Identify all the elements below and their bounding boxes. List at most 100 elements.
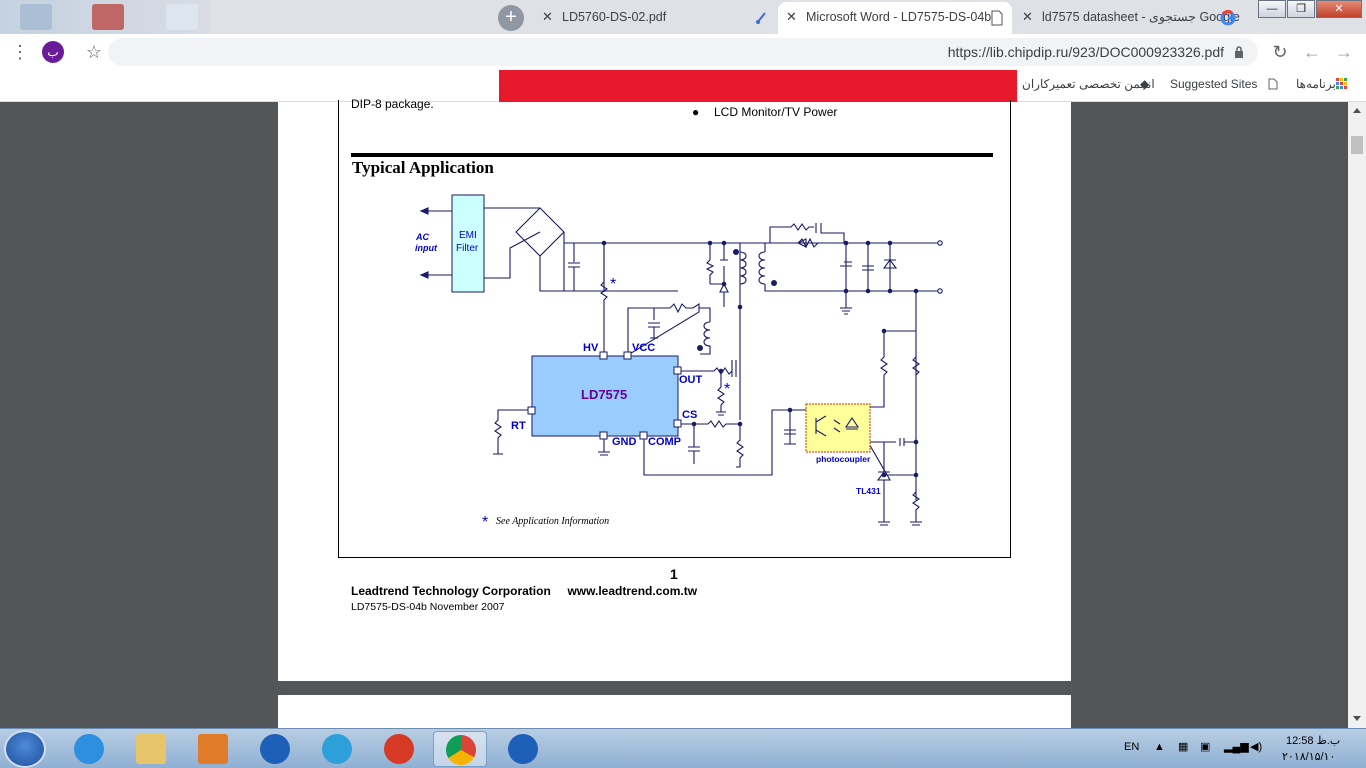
minimize-button[interactable]: —: [1258, 0, 1286, 18]
thumbnail-icon: [20, 4, 52, 30]
asterisk-note: *: [482, 514, 489, 531]
new-tab-button[interactable]: +: [498, 5, 524, 31]
taskbar-app-bird-2[interactable]: [496, 731, 550, 767]
menu-icon[interactable]: ⋮: [11, 42, 29, 62]
section-heading: Typical Application: [352, 158, 494, 177]
asterisk-gate: *: [724, 381, 731, 398]
emi-label-1: EMI: [459, 230, 477, 241]
page-number: 1: [670, 566, 678, 582]
section-rule: [351, 153, 993, 157]
page-content-frame: [338, 100, 1011, 558]
thumbnail-icon: [92, 4, 124, 30]
tab-ld5760[interactable]: ✕ LD5760-DS-02.pdf: [534, 2, 776, 34]
bookmark-banner[interactable]: [499, 70, 1017, 102]
pin-cs: CS: [682, 409, 698, 421]
tab-title: ld7575 datasheet - جستجوی Google: [1042, 10, 1240, 24]
p-app-icon: [384, 734, 414, 764]
page-icon: [1268, 78, 1278, 90]
clock-date[interactable]: ۲۰۱۸/۱۵/۱۰: [1282, 751, 1336, 763]
bookmark-apps[interactable]: برنامه‌ها: [1296, 77, 1336, 91]
taskbar-file-explorer[interactable]: [124, 731, 178, 767]
windows-taskbar: EN ▲ ▦ ▣ ▂▄▆ ◀) 12:58 ب.ظ ۲۰۱۸/۱۵/۱۰: [0, 728, 1366, 768]
internet-explorer-icon: [74, 734, 104, 764]
language-indicator[interactable]: EN: [1124, 741, 1140, 753]
thumbnail-icon: [166, 4, 198, 30]
address-bar[interactable]: https://lib.chipdip.ru/923/DOC000923326.…: [108, 38, 1258, 66]
back-icon[interactable]: ←: [1303, 42, 1321, 62]
bird-app-icon: [260, 734, 290, 764]
taskbar-chrome[interactable]: [433, 731, 487, 767]
network-icon[interactable]: ▦: [1178, 741, 1189, 753]
maximize-button[interactable]: ❐: [1287, 0, 1315, 18]
typical-application-schematic: [419, 194, 943, 526]
pin-hv: HV: [583, 342, 599, 354]
tab-strip: + ✕ LD5760-DS-02.pdf ✕ Microsoft Word - …: [0, 0, 1366, 34]
photocoupler-label: photocoupler: [816, 454, 871, 464]
bookmark-star-icon[interactable]: ☆: [85, 42, 103, 62]
pdf-icon: [756, 12, 766, 24]
media-player-icon: [198, 734, 228, 764]
tab-title: Microsoft Word - LD7575-DS-04b: [806, 10, 992, 24]
close-tab-icon[interactable]: ✕: [542, 9, 553, 24]
asterisk-hv: *: [610, 276, 617, 293]
desktop-thumbnails: [0, 0, 210, 34]
bird-app-icon: [508, 734, 538, 764]
profile-avatar[interactable]: ب: [42, 41, 64, 63]
scroll-up-icon[interactable]: [1353, 108, 1361, 113]
bullet-item: LCD Monitor/TV Power: [714, 105, 838, 119]
chrome-icon: [446, 735, 476, 765]
address-toolbar: ⋮ ب ☆ https://lib.chipdip.ru/923/DOC0009…: [0, 34, 1366, 70]
close-tab-icon[interactable]: ✕: [1022, 9, 1033, 24]
forward-icon[interactable]: →: [1335, 42, 1353, 62]
pin-comp: COMP: [648, 436, 681, 448]
clock-time[interactable]: 12:58 ب.ظ: [1286, 735, 1341, 747]
close-tab-icon[interactable]: ✕: [786, 9, 797, 24]
lock-icon[interactable]: [1234, 46, 1244, 58]
bullet-dot: ●: [692, 105, 700, 119]
signal-icon[interactable]: ▂▄▆: [1224, 741, 1249, 753]
taskbar-app-p[interactable]: [372, 731, 426, 767]
company-line: Leadtrend Technology Corporation www.lea…: [351, 584, 698, 598]
google-icon: [1220, 9, 1236, 26]
application-note: See Application Information: [496, 516, 610, 527]
pin-vcc: VCC: [632, 342, 656, 354]
tab-title: LD5760-DS-02.pdf: [562, 10, 667, 24]
tray-expand-icon[interactable]: ▲: [1154, 741, 1165, 753]
vertical-scrollbar[interactable]: [1348, 102, 1366, 728]
emi-label-2: Filter: [456, 243, 479, 254]
bookmark-suggested-sites[interactable]: Suggested Sites: [1170, 77, 1258, 91]
photocoupler-box: [805, 403, 871, 453]
tab-google-search[interactable]: ✕ ld7575 datasheet - جستجوی Google: [1014, 2, 1244, 34]
close-window-button[interactable]: ✕: [1316, 0, 1362, 18]
taskbar-app-bird[interactable]: [248, 731, 302, 767]
bookmark-forum[interactable]: انجمن تخصصی تعمیرکاران: [1022, 77, 1155, 91]
pdf-page: DIP-8 package. ● LCD Monitor/TV Power Ty…: [278, 97, 1071, 681]
ac-input-label-1: AC: [416, 232, 429, 242]
tab-ld7575[interactable]: ✕ Microsoft Word - LD7575-DS-04b: [778, 2, 1012, 34]
document-id: LD7575-DS-04b November 2007: [351, 601, 505, 613]
emi-filter-box: [451, 194, 485, 293]
power-icon[interactable]: ▣: [1200, 741, 1211, 753]
ac-input-label-2: input: [415, 243, 437, 253]
apps-grid-icon[interactable]: [1336, 78, 1348, 90]
folder-icon: [136, 734, 166, 764]
scroll-down-icon[interactable]: [1353, 716, 1361, 721]
pdf-viewer[interactable]: DIP-8 package. ● LCD Monitor/TV Power Ty…: [0, 97, 1348, 735]
package-text: DIP-8 package.: [351, 97, 434, 111]
bookmarks-bar: انجمن تخصصی تعمیرکاران ◆ Suggested Sites…: [0, 70, 1366, 102]
scroll-thumb[interactable]: [1351, 136, 1363, 154]
folder-icon: ◆: [1140, 77, 1150, 91]
document-icon: [991, 10, 1003, 26]
ic-name: LD7575: [581, 387, 628, 402]
tl431-label: TL431: [856, 486, 881, 496]
volume-icon[interactable]: ◀): [1250, 741, 1263, 753]
start-button[interactable]: [4, 730, 46, 768]
telegram-icon: [322, 734, 352, 764]
pin-out: OUT: [679, 374, 703, 386]
reload-icon[interactable]: ↻: [1272, 42, 1288, 62]
pin-gnd: GND: [612, 436, 637, 448]
ld7575-ic: [531, 355, 679, 437]
taskbar-telegram[interactable]: [310, 731, 364, 767]
taskbar-internet-explorer[interactable]: [62, 731, 116, 767]
taskbar-media-player[interactable]: [186, 731, 240, 767]
